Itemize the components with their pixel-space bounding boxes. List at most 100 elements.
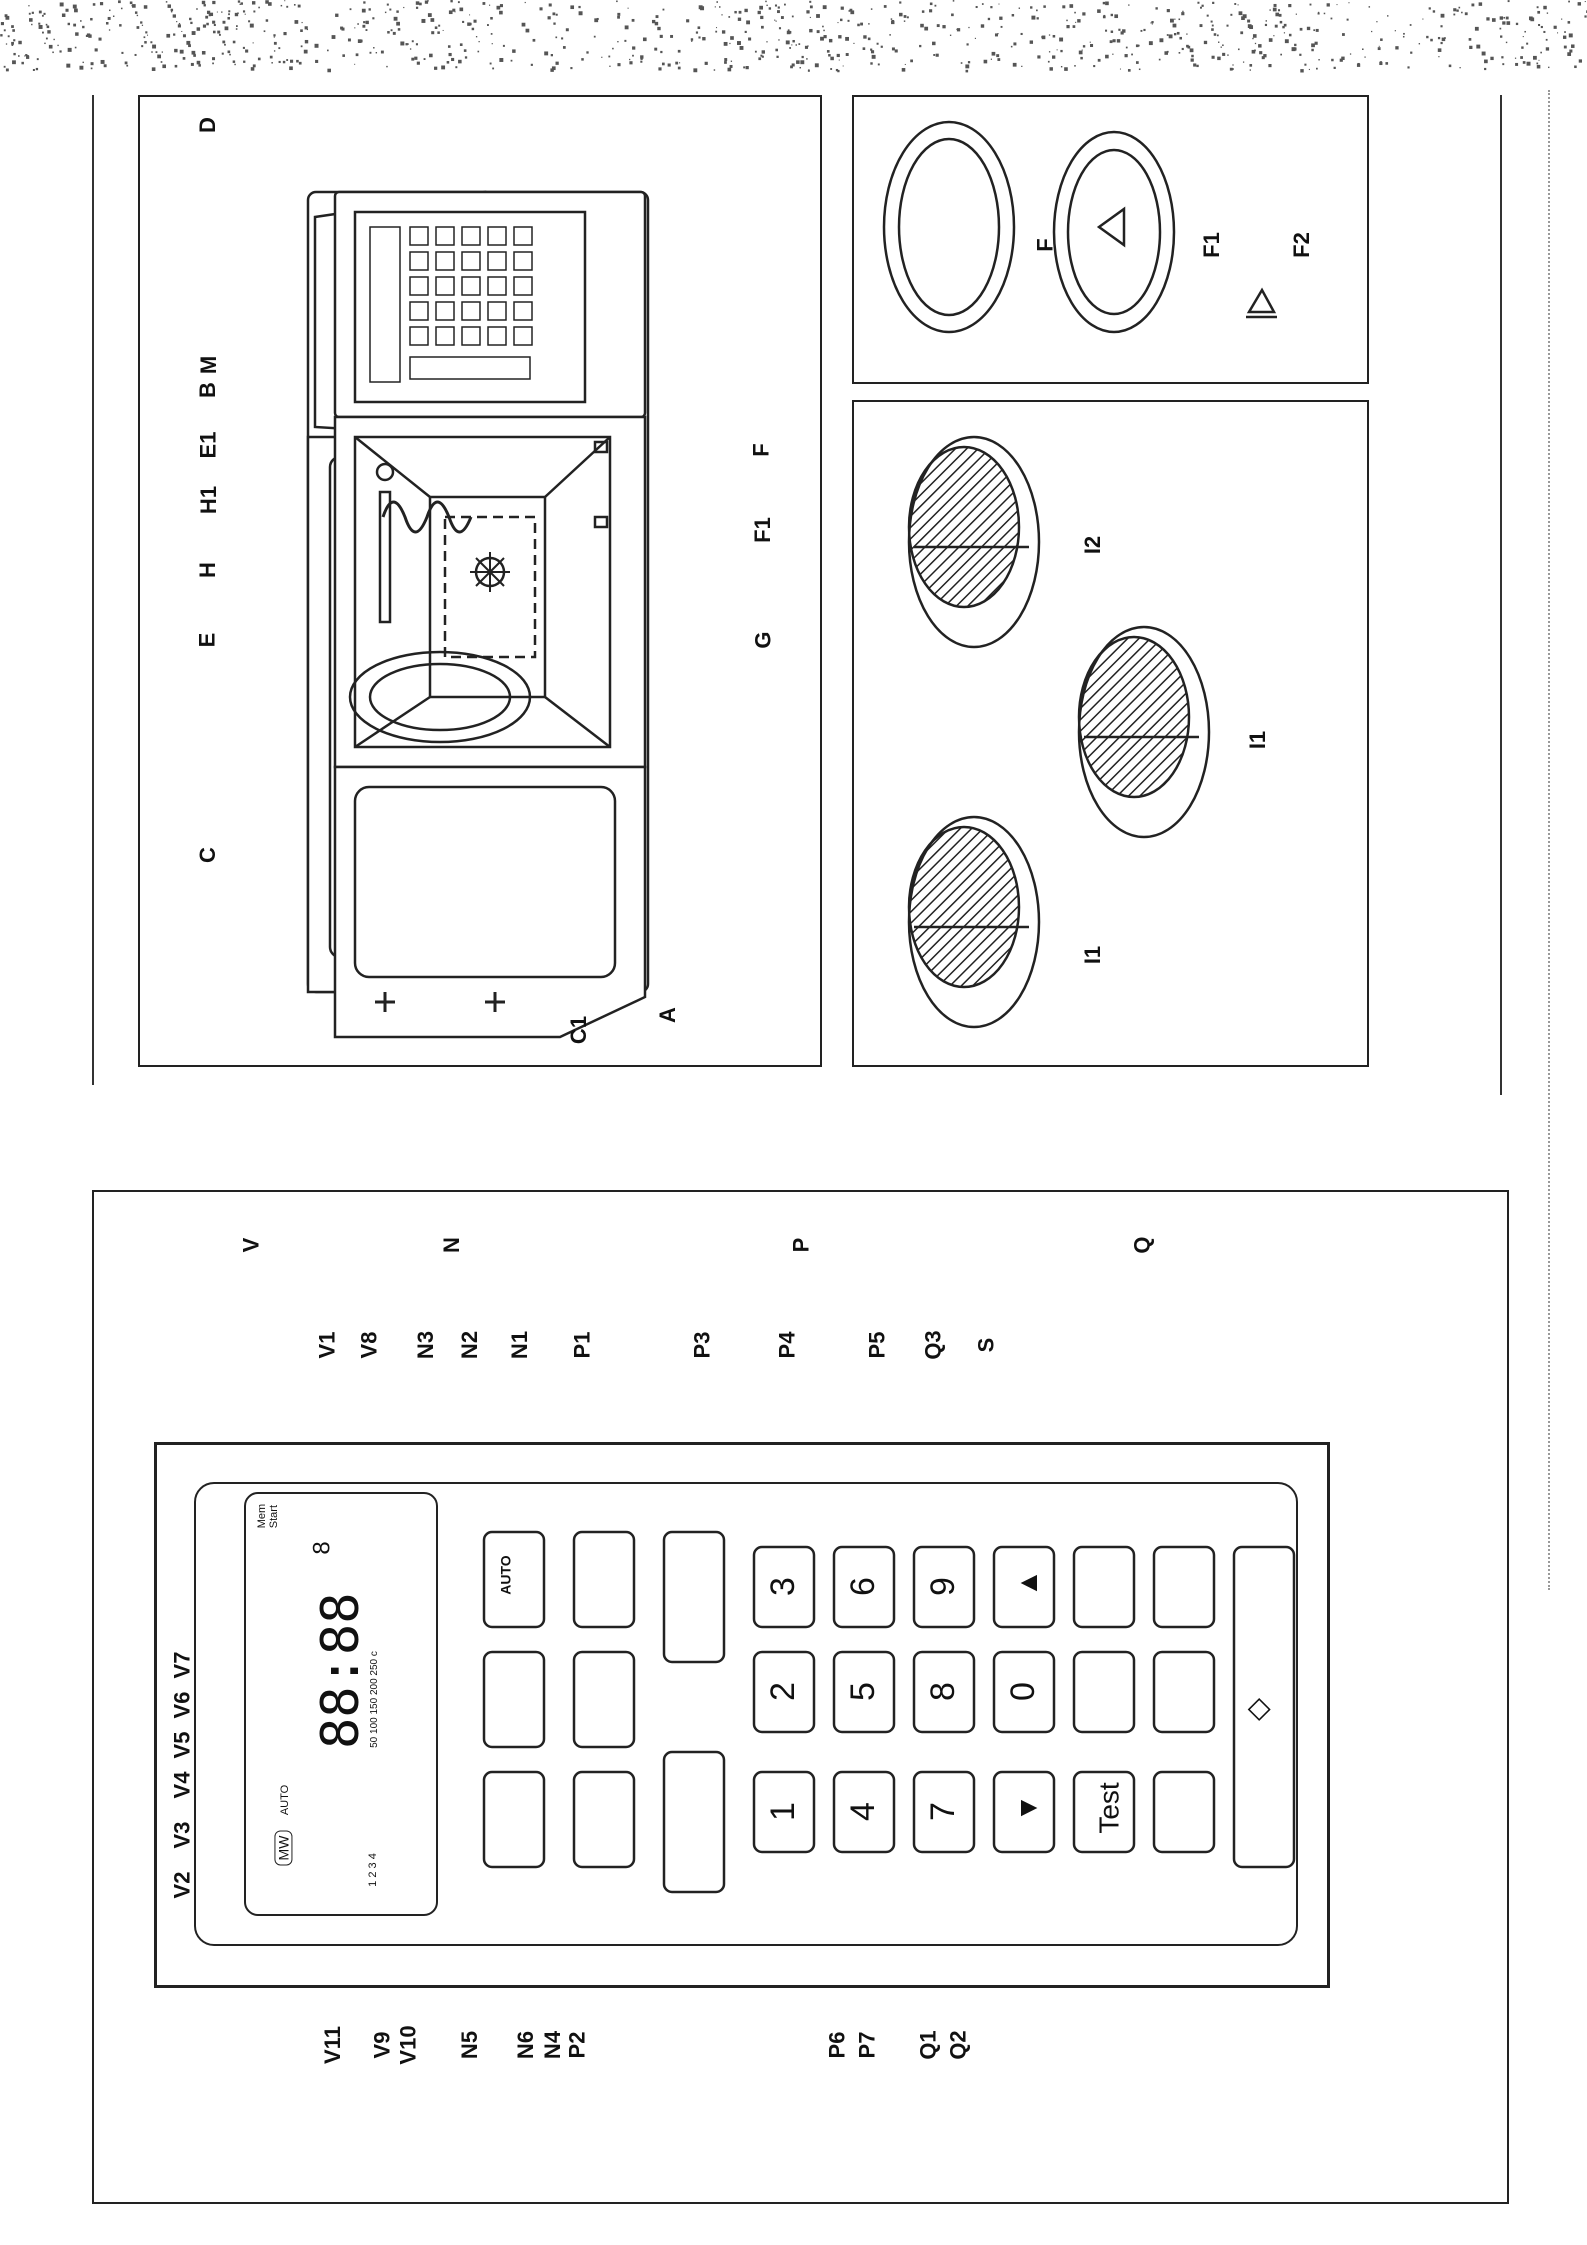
scan-speck (1139, 69, 1141, 71)
scan-speck (817, 30, 820, 33)
scan-speck (968, 27, 969, 28)
scan-speck (224, 44, 226, 46)
scan-speck (1557, 32, 1558, 33)
scan-speck (1059, 38, 1063, 42)
key-2[interactable]: 2 (764, 1682, 803, 1701)
scan-speck (137, 15, 138, 16)
scan-speck (1395, 30, 1396, 31)
scan-speck (44, 43, 45, 44)
label-V11: V11 (320, 2026, 346, 2064)
key-6[interactable]: 6 (844, 1577, 883, 1596)
scan-speck (299, 62, 302, 65)
key-auto[interactable]: AUTO (498, 1555, 514, 1594)
racks-illustration (854, 402, 1367, 1065)
scan-speck (839, 60, 840, 61)
scan-speck (238, 0, 240, 2)
key-3[interactable]: 3 (764, 1577, 803, 1596)
scan-speck (1240, 31, 1243, 34)
turntable-label-F1: F1 (1199, 232, 1225, 258)
scan-speck (556, 14, 558, 16)
scan-speck (982, 3, 984, 5)
scan-speck (162, 51, 163, 52)
scan-speck (403, 7, 404, 8)
scan-speck (870, 62, 872, 64)
scan-speck (1097, 9, 1101, 13)
key-9[interactable]: 9 (924, 1577, 963, 1596)
scan-speck (1151, 21, 1153, 23)
key-5[interactable]: 5 (844, 1682, 883, 1701)
scan-speck (655, 22, 658, 25)
scan-speck (1503, 17, 1505, 19)
scan-speck (679, 62, 680, 63)
scan-speck (904, 20, 905, 21)
scan-speck (118, 0, 121, 3)
scan-speck (860, 23, 863, 26)
scan-speck (1066, 20, 1068, 22)
scan-speck (385, 12, 386, 13)
scan-speck (235, 13, 238, 16)
scan-speck (1506, 17, 1509, 20)
scan-speck (171, 11, 172, 12)
scan-speck (1105, 30, 1107, 32)
key-start[interactable]: ◇ (1240, 1698, 1275, 1721)
scan-speck (932, 42, 936, 46)
scan-speck (617, 13, 620, 16)
scan-speck (1037, 55, 1040, 58)
scan-speck (961, 62, 963, 64)
scan-speck (1501, 56, 1503, 58)
scan-speck (1561, 19, 1562, 20)
callout-G: G (751, 631, 777, 648)
scan-speck (895, 49, 898, 52)
scan-speck (1500, 28, 1502, 30)
scan-speck (919, 45, 921, 47)
scan-speck (1410, 52, 1412, 54)
key-down[interactable]: ▼ (1012, 1794, 1044, 1822)
scan-speck (1204, 41, 1207, 44)
scan-speck (670, 35, 673, 38)
scan-speck (93, 3, 96, 6)
key-test[interactable]: Test (1094, 1782, 1126, 1833)
scan-speck (106, 22, 109, 25)
rack-label-I1-bottom: I1 (1080, 946, 1106, 964)
scan-speck (253, 64, 256, 67)
callout-B: B (195, 382, 221, 398)
scan-speck (315, 44, 319, 48)
scan-speck (363, 21, 365, 23)
scan-speck (1274, 4, 1277, 7)
key-0[interactable]: 0 (1004, 1682, 1043, 1701)
key-up[interactable]: ▲ (1012, 1569, 1044, 1597)
scan-speck (1568, 1, 1570, 3)
scan-speck (1502, 63, 1504, 65)
binding-line-top (92, 95, 94, 1085)
scan-speck (1364, 56, 1365, 57)
scan-speck (997, 58, 1000, 61)
scan-speck (781, 16, 784, 19)
scan-speck (1001, 26, 1003, 28)
scan-speck (1082, 12, 1085, 15)
scan-speck (1469, 46, 1472, 49)
scan-speck (396, 22, 400, 26)
scan-speck (965, 64, 969, 68)
scan-speck (884, 5, 887, 8)
scan-speck (899, 13, 903, 17)
scan-speck (1484, 60, 1488, 64)
scan-speck (699, 5, 703, 9)
key-1[interactable]: 1 (764, 1802, 803, 1821)
scan-speck (189, 18, 191, 20)
scan-speck (1429, 7, 1431, 9)
scan-speck (283, 32, 286, 35)
scan-speck (658, 67, 661, 70)
key-8[interactable]: 8 (924, 1682, 963, 1701)
scan-speck (995, 33, 998, 36)
scan-speck (570, 5, 574, 9)
scan-speck (424, 58, 426, 60)
scan-speck (49, 45, 53, 49)
scan-speck (1152, 23, 1153, 24)
scan-speck (617, 16, 620, 19)
scan-speck (191, 63, 194, 66)
scan-speck (13, 39, 15, 41)
scan-speck (419, 3, 422, 6)
key-7[interactable]: 7 (924, 1802, 963, 1821)
key-4[interactable]: 4 (844, 1802, 883, 1821)
scan-speck (1490, 57, 1493, 60)
